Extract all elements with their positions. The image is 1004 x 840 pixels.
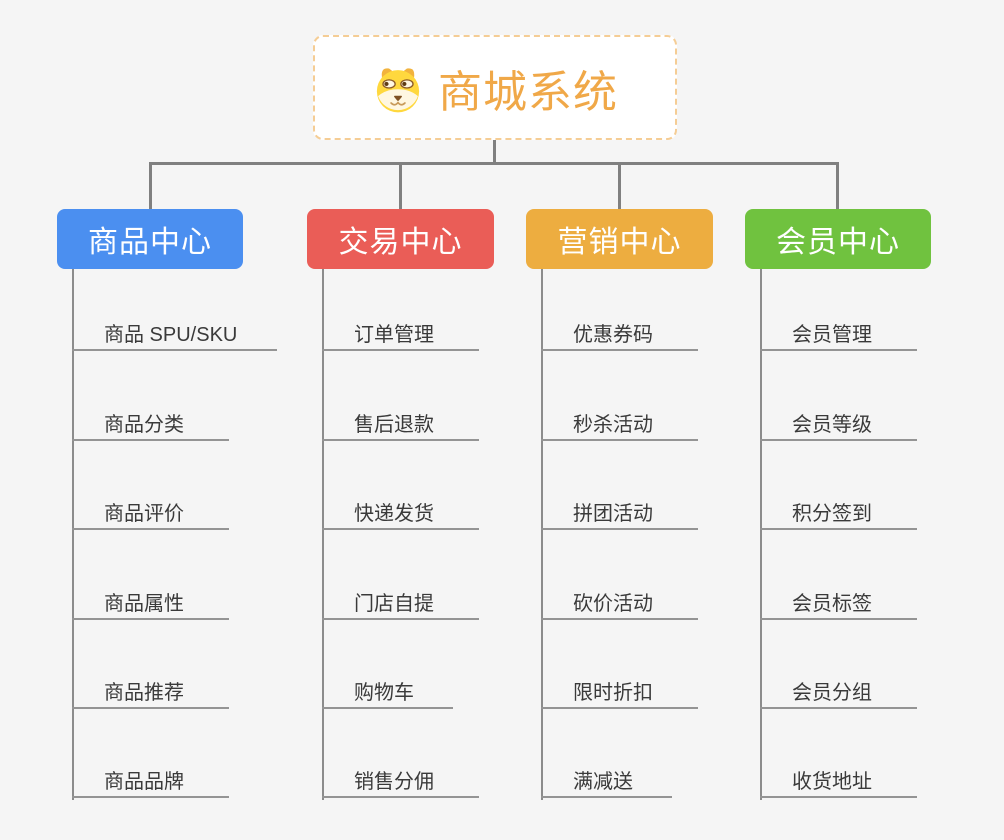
leaf-node-member-management[interactable]: 会员管理 (760, 319, 917, 351)
leaf-node-store-pickup[interactable]: 门店自提 (322, 588, 479, 620)
connector-branch-spine-member (760, 269, 762, 800)
leaf-node-product-category[interactable]: 商品分类 (72, 409, 229, 441)
leaf-node-product-recommend[interactable]: 商品推荐 (72, 677, 229, 709)
branch-node-member[interactable]: 会员中心 (745, 209, 931, 269)
dog-icon (376, 67, 420, 112)
leaf-node-member-level[interactable]: 会员等级 (760, 409, 917, 441)
leaf-node-bargain-activity[interactable]: 砍价活动 (541, 588, 698, 620)
connector-root-stub (493, 140, 496, 163)
leaf-node-shopping-cart[interactable]: 购物车 (322, 677, 453, 709)
connector-drop-marketing (618, 164, 621, 209)
leaf-node-member-tag[interactable]: 会员标签 (760, 588, 917, 620)
leaf-node-express-delivery[interactable]: 快递发货 (322, 498, 479, 530)
connector-drop-member (836, 164, 839, 209)
connector-branch-spine-product (72, 269, 74, 800)
branch-node-product[interactable]: 商品中心 (57, 209, 243, 269)
leaf-node-product-review[interactable]: 商品评价 (72, 498, 229, 530)
leaf-node-shipping-address[interactable]: 收货地址 (760, 766, 917, 798)
connector-drop-trade (399, 164, 402, 209)
connector-drop-product (149, 164, 152, 209)
leaf-node-aftersale-refund[interactable]: 售后退款 (322, 409, 479, 441)
leaf-node-sales-commission[interactable]: 销售分佣 (322, 766, 479, 798)
connector-branch-spine-trade (322, 269, 324, 800)
root-node[interactable]: 商城系统 (313, 35, 677, 140)
branch-node-trade[interactable]: 交易中心 (307, 209, 494, 269)
leaf-node-coupon-code[interactable]: 优惠券码 (541, 319, 698, 351)
leaf-node-order-management[interactable]: 订单管理 (322, 319, 479, 351)
leaf-node-points-checkin[interactable]: 积分签到 (760, 498, 917, 530)
connector-branch-spine-marketing (541, 269, 543, 800)
leaf-node-product-attribute[interactable]: 商品属性 (72, 588, 229, 620)
root-title: 商城系统 (438, 67, 618, 117)
leaf-node-spend-and-save[interactable]: 满减送 (541, 766, 672, 798)
leaf-node-product-brand[interactable]: 商品品牌 (72, 766, 229, 798)
leaf-node-limited-time-discount[interactable]: 限时折扣 (541, 677, 698, 709)
leaf-node-product-spu-sku[interactable]: 商品 SPU/SKU (72, 319, 277, 351)
leaf-node-member-group[interactable]: 会员分组 (760, 677, 917, 709)
branch-node-marketing[interactable]: 营销中心 (526, 209, 713, 269)
leaf-node-flash-sale[interactable]: 秒杀活动 (541, 409, 698, 441)
connector-horizontal-line (149, 162, 839, 165)
leaf-node-group-buy[interactable]: 拼团活动 (541, 498, 698, 530)
